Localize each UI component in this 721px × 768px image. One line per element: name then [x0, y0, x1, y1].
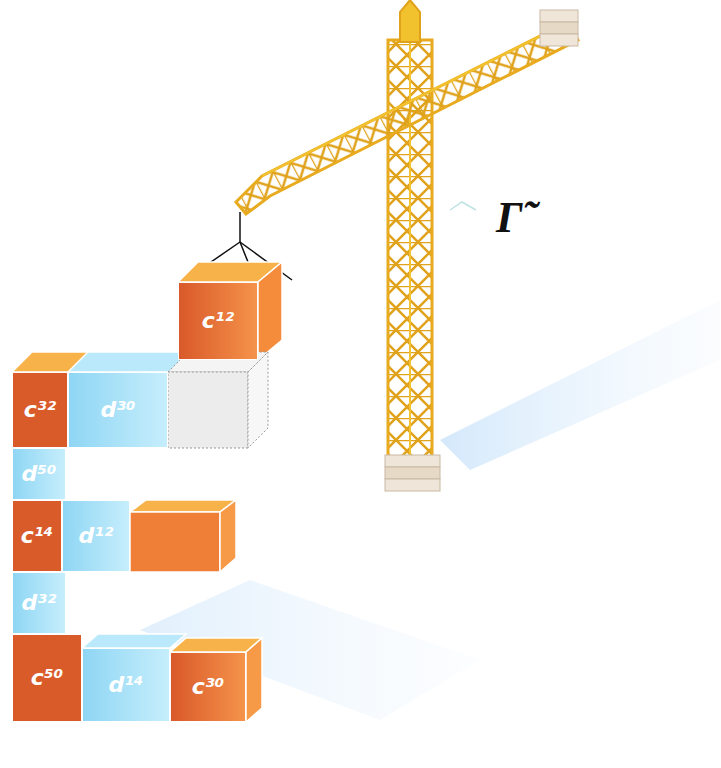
rope	[239, 212, 241, 242]
counterweight	[540, 34, 578, 46]
block-label: d³⁰	[100, 399, 135, 421]
crane-jib	[236, 22, 578, 214]
block-label: d¹⁴	[108, 674, 143, 696]
block: d³²	[12, 572, 66, 634]
plain-block	[130, 512, 220, 572]
ghost-block	[168, 372, 248, 448]
block: c¹²	[178, 282, 258, 360]
ghost-block	[248, 352, 268, 448]
block-label: c¹⁴	[21, 525, 53, 547]
block-label: d¹²	[78, 525, 113, 547]
pointer-mark	[450, 202, 476, 210]
block-top	[82, 634, 186, 648]
crane-base	[385, 455, 440, 467]
block: c³²	[12, 372, 68, 448]
crane-cap	[400, 0, 420, 42]
block: c¹⁴	[12, 500, 62, 572]
block-label: c³²	[24, 399, 56, 421]
block-side	[246, 638, 262, 722]
counterweight	[540, 22, 578, 34]
block-top	[130, 500, 236, 512]
block: d¹²	[62, 500, 130, 572]
block: c³⁰	[170, 652, 246, 722]
block-label: d³²	[21, 592, 56, 614]
shadow	[440, 300, 720, 470]
block-top	[12, 352, 190, 372]
crane-base	[385, 479, 440, 491]
crane-jib-rail	[262, 22, 568, 176]
block: d¹⁴	[82, 648, 170, 722]
block-label: c¹²	[202, 310, 234, 332]
block: d³⁰	[68, 372, 168, 448]
block-side	[220, 500, 236, 572]
block-label: d⁵⁰	[21, 463, 56, 485]
block-label: c³⁰	[192, 676, 224, 698]
block-label: c⁵⁰	[31, 667, 63, 689]
counterweight	[540, 10, 578, 22]
block: d⁵⁰	[12, 448, 66, 500]
block-side	[258, 262, 282, 360]
crane-base	[385, 467, 440, 479]
symbol-label: Γ̃	[496, 196, 523, 240]
block: c⁵⁰	[12, 634, 82, 722]
